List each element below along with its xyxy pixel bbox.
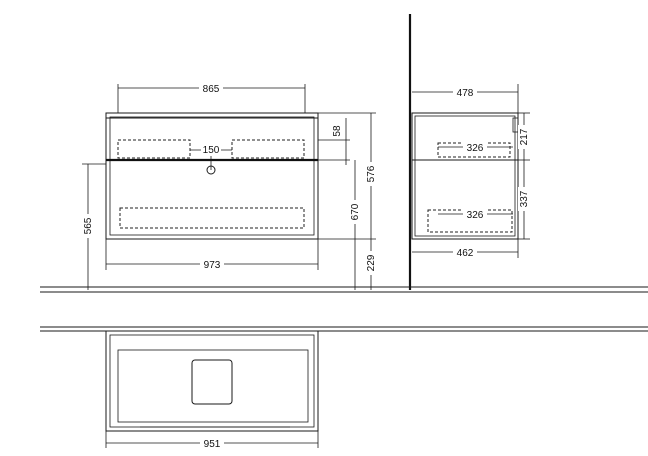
floor — [40, 286, 648, 293]
plan-view: 951 — [40, 326, 648, 450]
label-bg — [200, 258, 224, 270]
side-view: 326 326 478 462 217 337 — [408, 14, 530, 290]
plan-cabinet-inner — [109, 334, 315, 428]
label-bg — [453, 86, 477, 98]
front-cabinet-body — [105, 112, 319, 240]
dim-58-label: 58 — [332, 125, 343, 137]
dim-478-label: 478 — [457, 88, 474, 99]
dim-326-upper-label: 326 — [467, 143, 484, 154]
label-bg — [365, 251, 377, 275]
label-bg — [199, 82, 223, 94]
dim-337-label: 337 — [519, 190, 530, 207]
label-bg — [518, 187, 530, 211]
dim-150-label: 150 — [203, 145, 220, 156]
dim-670-label: 670 — [350, 203, 361, 220]
dim-565-label: 565 — [83, 217, 94, 234]
side-cabinet — [411, 112, 519, 240]
front-view: 865 150 58 576 670 229 565 973 — [82, 82, 377, 290]
dim-462-label: 462 — [457, 248, 474, 259]
dim-326-lower-label: 326 — [467, 210, 484, 221]
label-bg — [463, 141, 487, 153]
front-cabinet-inner — [109, 116, 315, 236]
label-bg — [82, 214, 94, 238]
dim-576-label: 576 — [366, 165, 377, 182]
front-upper-left-opening — [117, 139, 191, 159]
label-bg — [453, 246, 477, 258]
label-bg — [200, 437, 224, 449]
label-bg — [349, 200, 361, 224]
label-bg — [365, 162, 377, 186]
front-lower-opening — [119, 207, 305, 229]
dim-229-label: 229 — [366, 254, 377, 271]
label-bg — [463, 208, 487, 220]
label-bg — [201, 144, 221, 156]
label-bg — [518, 125, 530, 149]
plan-basin — [117, 349, 309, 423]
dim-951-label: 951 — [204, 439, 221, 450]
dim-973-label: 973 — [204, 260, 221, 271]
side-handle — [512, 117, 519, 133]
plan-drain-recess — [191, 359, 233, 405]
side-cabinet-inner — [414, 115, 516, 237]
dim-865-label: 865 — [203, 84, 220, 95]
dim-217-label: 217 — [519, 128, 530, 145]
front-upper-right-opening — [231, 139, 305, 159]
plan-cabinet — [105, 330, 319, 432]
